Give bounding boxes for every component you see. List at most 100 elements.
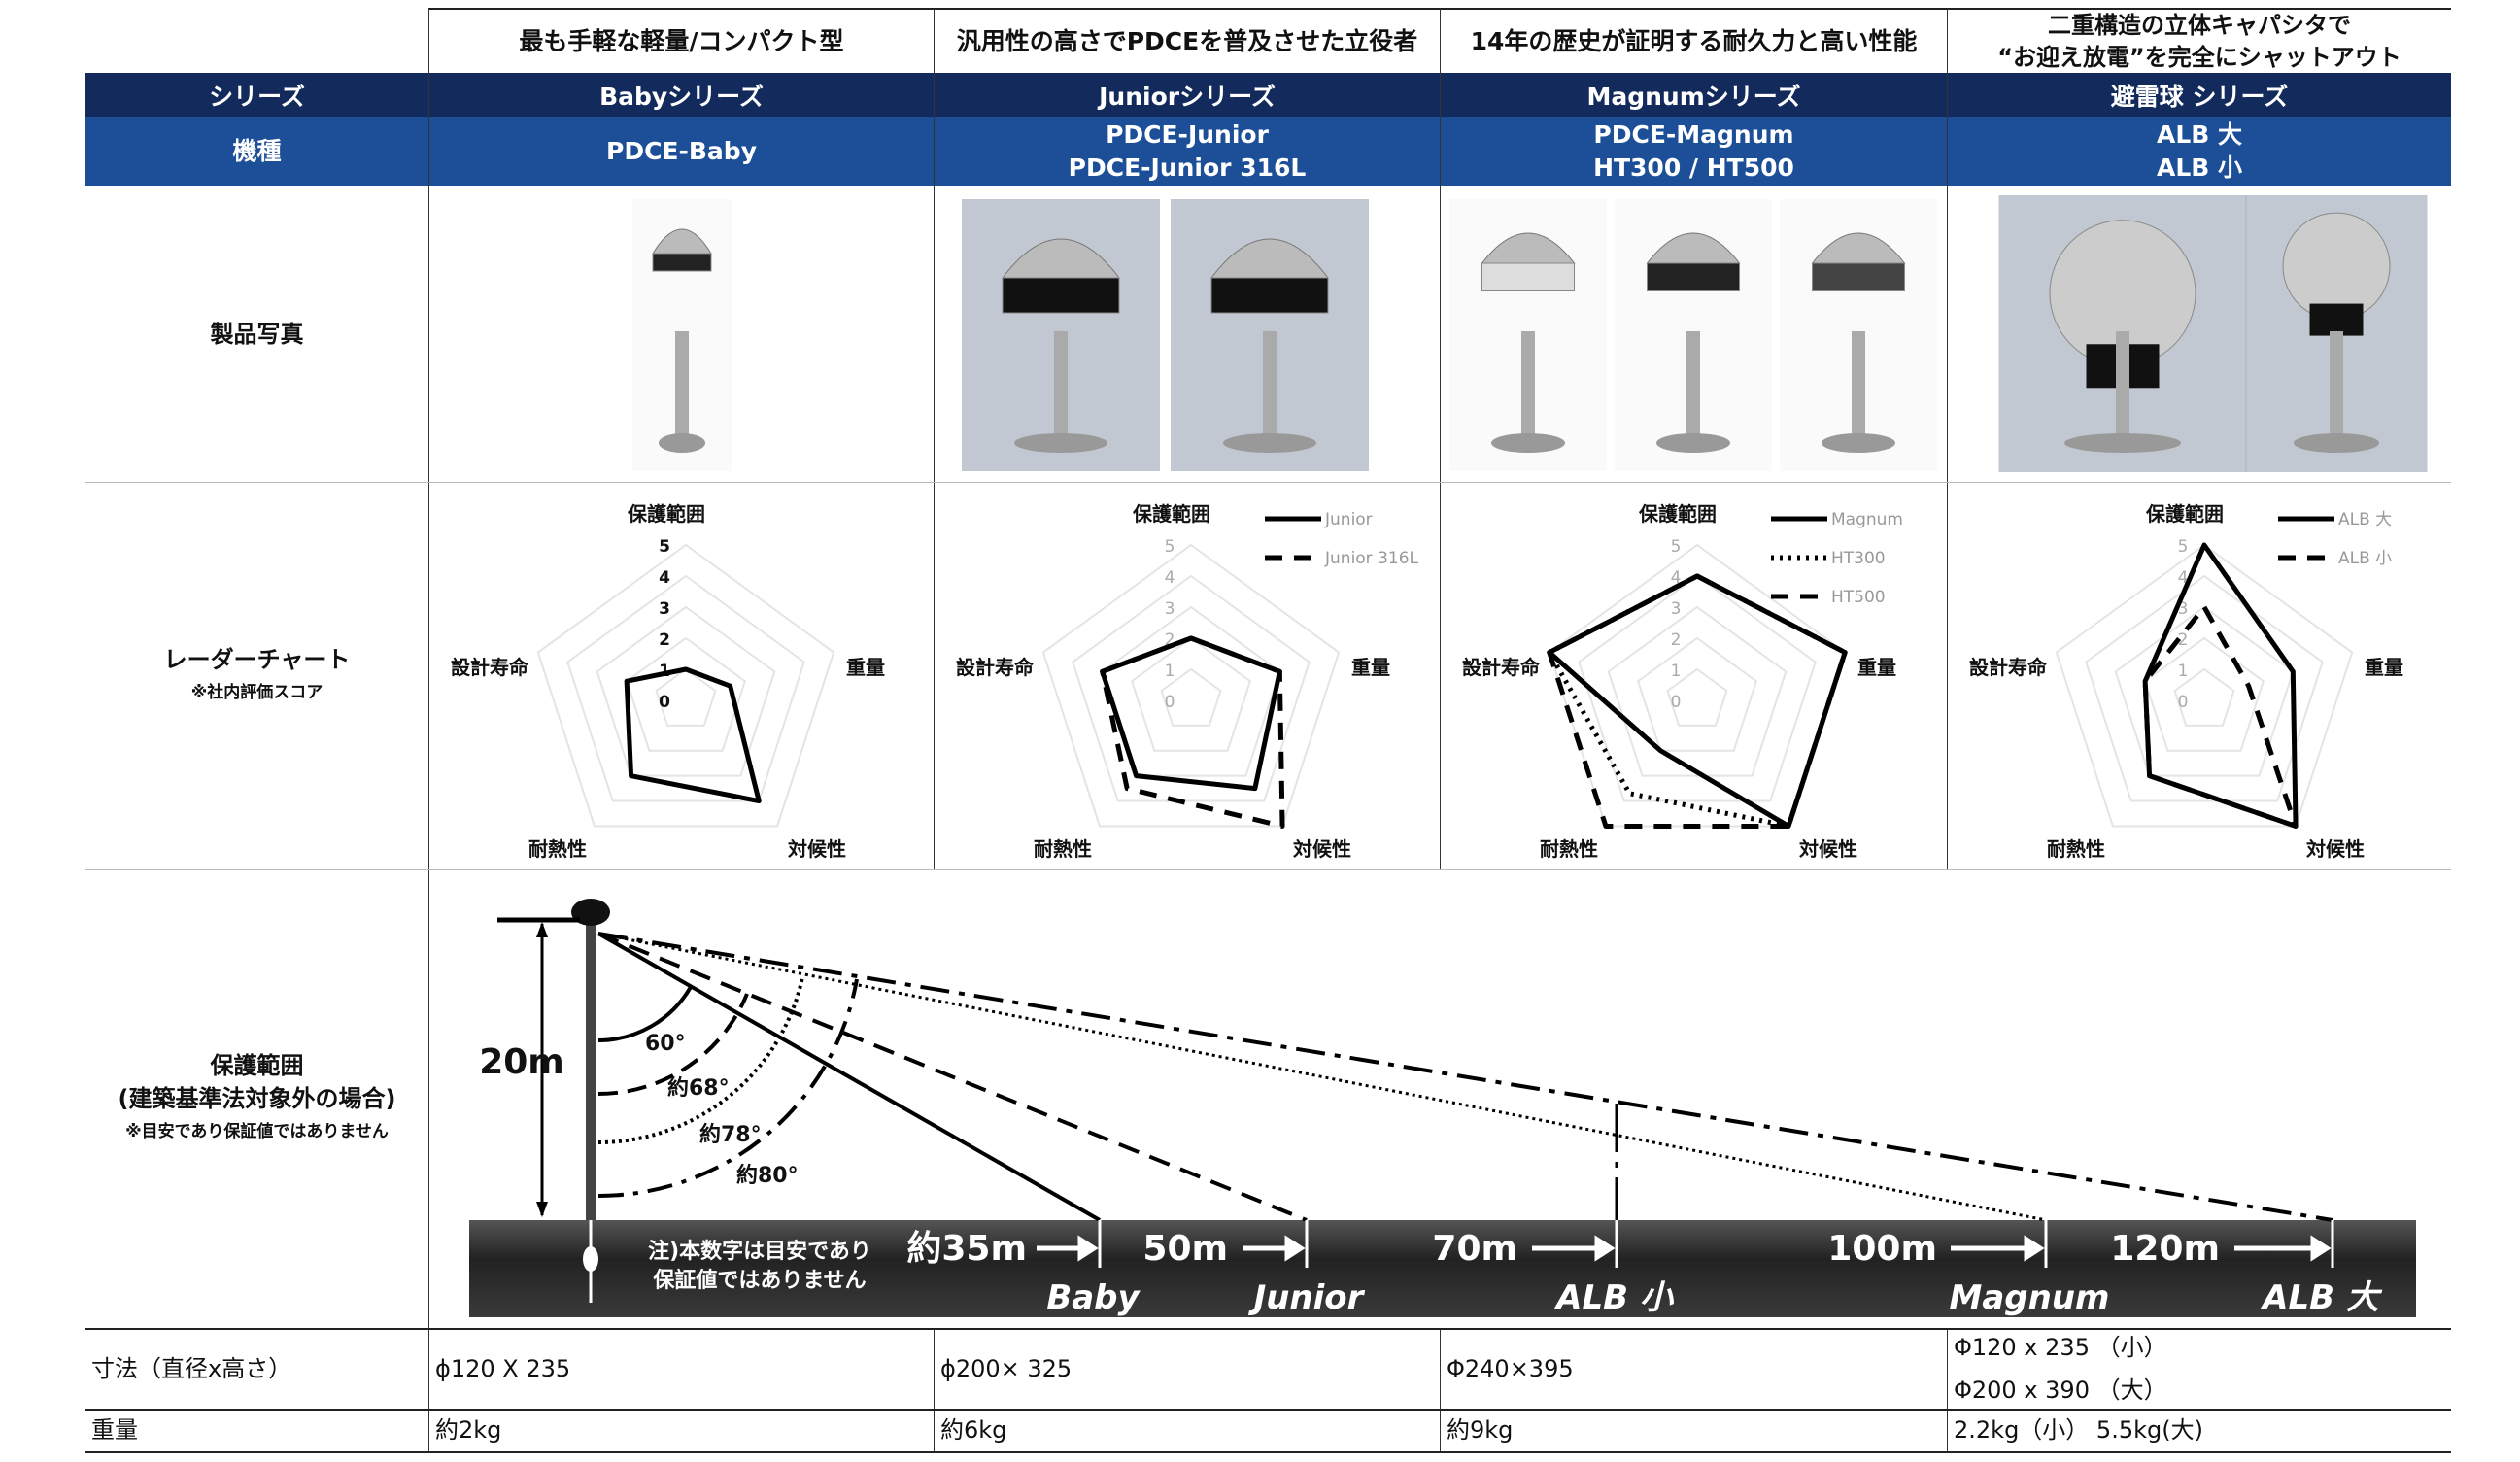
range-line-magnum	[597, 932, 2046, 1222]
radar-axis-label: 保護範囲	[2145, 502, 2224, 526]
model-name: PDCE-Junior	[1106, 119, 1269, 149]
size-baby: ϕ120 X 235	[428, 1328, 934, 1409]
product-photo-cell	[1947, 186, 2451, 482]
radar-grid-ring	[2172, 667, 2235, 727]
radar-grid-ring	[1071, 574, 1311, 802]
radar-series-junior	[1099, 635, 1282, 792]
radar-axis-label: 保護範囲	[627, 502, 705, 526]
radar-label-cell: レーダーチャート ※社内評価スコア	[85, 482, 428, 869]
height-label: 20m	[479, 1042, 564, 1082]
size-magnum: Φ240×395	[1440, 1328, 1947, 1409]
radar-grid-ring	[1607, 605, 1787, 777]
radar-tick-label: 0	[2177, 693, 2188, 712]
header-alb: 二重構造の立体キャパシタで “お迎え放電”を完全にシャットアウト	[1947, 8, 2451, 73]
range-line-baby	[596, 932, 1101, 1222]
radar-tick-label: 3	[659, 599, 670, 619]
distance-label: 約35m	[906, 1229, 1027, 1269]
radar-axis-label: 重量	[1857, 656, 1896, 679]
size-junior: ϕ200× 325	[934, 1328, 1440, 1409]
product-photo	[1998, 195, 2427, 472]
product-label: Magnum	[1949, 1278, 2109, 1317]
product-label: Junior	[1247, 1278, 1365, 1317]
header-alb-line1: 二重構造の立体キャパシタで	[2048, 11, 2351, 39]
photo-label: 製品写真	[210, 320, 304, 348]
divider	[85, 869, 2451, 870]
radar-axis-label: 耐熱性	[2047, 837, 2105, 861]
model-name: PDCE-Junior 316L	[1068, 153, 1307, 182]
radar-grid-ring	[1159, 667, 1222, 727]
angle-label: 約80°	[736, 1163, 799, 1188]
radar-grid-ring	[625, 636, 746, 752]
radar-grid-ring	[596, 605, 775, 777]
radar-grid-ring	[2143, 636, 2265, 752]
radar-axis-label: 設計寿命	[1462, 656, 1541, 679]
weight-baby: 約2kg	[428, 1409, 934, 1451]
radar-axis-label: 設計寿命	[956, 656, 1035, 679]
radar-axis-label: 重量	[2365, 656, 2403, 679]
radar-tick-label: 0	[1164, 693, 1175, 712]
header-junior: 汎用性の高さでPDCEを普及させた立役者	[934, 8, 1440, 73]
model-name: PDCE-Baby	[606, 136, 757, 165]
range-line-alb-large	[597, 932, 2333, 1222]
note-line: 保証値ではありません	[652, 1268, 866, 1293]
legend-label: Junior 316L	[1324, 549, 1419, 568]
series-alb: 避雷球 シリーズ	[1947, 73, 2451, 117]
header-magnum: 14年の歴史が証明する耐久力と高い性能	[1440, 8, 1947, 73]
model-label: 機種	[85, 117, 428, 186]
series-magnum: Magnumシリーズ	[1440, 73, 1947, 117]
product-photo-cell	[428, 186, 934, 482]
model-name: PDCE-Magnum	[1593, 119, 1794, 149]
radar-note: ※社内評価スコア	[190, 682, 324, 702]
radar-grid-ring	[1636, 636, 1757, 752]
radar-grid-ring	[654, 667, 717, 727]
distance-label: 50m	[1142, 1229, 1228, 1269]
product-photo	[961, 199, 1369, 471]
radar-axis-label: 重量	[1351, 656, 1390, 679]
weight-magnum: 約9kg	[1440, 1409, 1947, 1451]
radar-label: レーダーチャート	[163, 645, 351, 673]
series-baby: Babyシリーズ	[428, 73, 934, 117]
radar-series-alb-小	[2142, 604, 2299, 829]
product-photo	[631, 199, 732, 471]
distance-label: 120m	[2110, 1229, 2220, 1269]
legend-label: HT300	[1831, 549, 1886, 568]
radar-grid-ring	[2084, 574, 2324, 802]
size-label: 寸法（直径x高さ）	[91, 1354, 292, 1382]
weight-junior: 約6kg	[934, 1409, 1440, 1451]
angle-label: 約68°	[667, 1075, 730, 1101]
distance-label: 100m	[1827, 1229, 1937, 1269]
range-note: ※目安であり保証値ではありません	[125, 1122, 389, 1141]
radar-grid-ring	[1577, 574, 1817, 802]
radar-axis-label: 耐熱性	[528, 837, 587, 861]
radar-tick-label: 5	[1670, 537, 1681, 557]
angle-label: 60°	[645, 1032, 686, 1056]
radar-tick-label: 4	[1670, 568, 1681, 588]
radar-axis-label: 対候性	[1292, 837, 1351, 861]
model-name: HT300 / HT500	[1593, 153, 1794, 182]
header-baby: 最も手軽な軽量/コンパクト型	[428, 8, 934, 73]
range-label-cell: 保護範囲 (建築基準法対象外の場合) ※目安であり保証値ではありません	[85, 869, 428, 1328]
radar-axis-label: 設計寿命	[451, 656, 529, 679]
divider	[85, 482, 2451, 483]
lightning-rod-head-icon	[570, 899, 610, 926]
product-photo-cell	[1440, 186, 1947, 482]
divider	[85, 1451, 2451, 1453]
radar-grid-ring	[536, 543, 834, 828]
angle-arc-60	[597, 985, 693, 1042]
radar-grid-ring	[2055, 543, 2353, 828]
product-photo-cell	[934, 186, 1440, 482]
ground-band	[468, 1220, 2416, 1317]
radar-grid-ring	[1041, 543, 1340, 828]
radar-tick-label: 5	[659, 537, 670, 557]
range-line-junior	[596, 932, 1308, 1222]
legend-label: ALB 大	[2338, 510, 2392, 529]
radar-tick-label: 2	[2177, 630, 2188, 650]
